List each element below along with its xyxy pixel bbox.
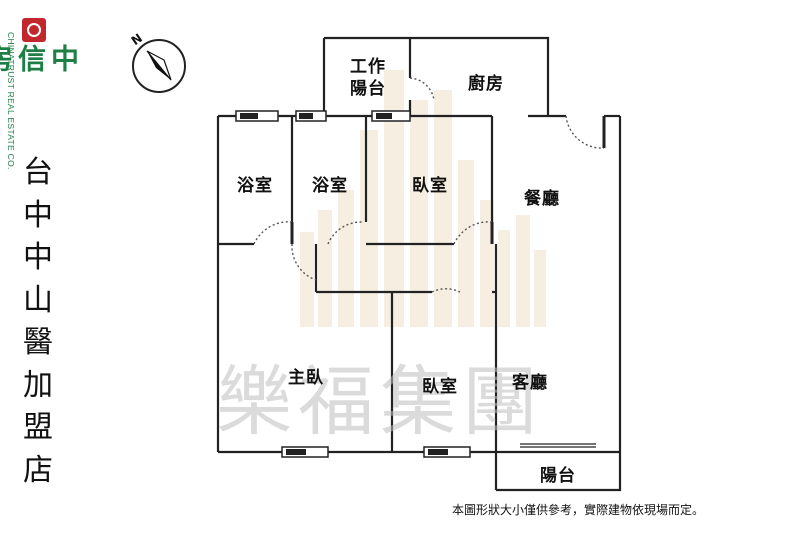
disclaimer-text: 本圖形狀大小僅供參考，實際建物依現場而定。 [452, 503, 705, 517]
logo-english-name: CHINATRUST REAL ESTATE CO. [6, 32, 16, 170]
room-label-master-bedroom: 主臥 [288, 368, 324, 388]
room-label-bedroom-1: 臥室 [412, 176, 448, 196]
company-logo: CHINATRUST REAL ESTATE CO. 中 信 房 屋 [0, 14, 84, 170]
room-label-bedroom-2: 臥室 [422, 377, 458, 397]
room-label-dining: 餐廳 [524, 189, 560, 209]
room-label-bath-1: 浴室 [237, 176, 273, 196]
door-leaves [290, 116, 606, 244]
store-name: 台 中 中 山 醫 加 盟 店 [23, 155, 53, 488]
watermark-buildings [300, 70, 546, 327]
logo-chinese-name: 中 信 房 屋 [0, 44, 80, 72]
room-label-work-balcony: 工作 陽台 [350, 57, 386, 99]
room-label-bath-2: 浴室 [312, 176, 348, 196]
windows [235, 110, 596, 458]
logo-mark-icon [22, 18, 46, 42]
walls [216, 36, 622, 492]
watermark-text: 樂福集團 [216, 357, 544, 446]
room-label-kitchen: 廚房 [468, 74, 504, 94]
compass-icon: N [129, 31, 186, 93]
room-label-living: 客廳 [512, 373, 548, 393]
room-label-balcony: 陽台 [540, 466, 576, 486]
door-swings [253, 77, 605, 293]
